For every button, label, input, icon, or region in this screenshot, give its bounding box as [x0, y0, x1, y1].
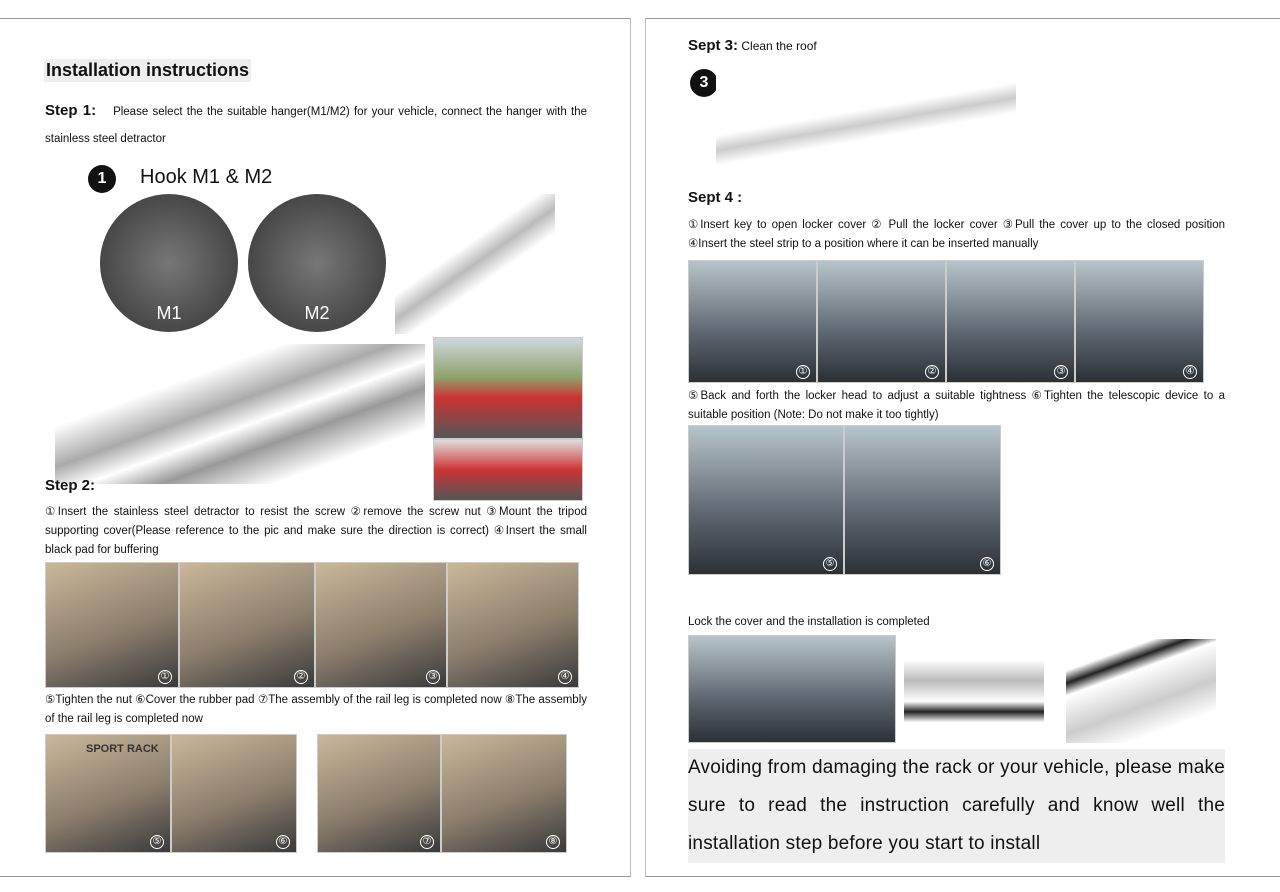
step-number-badge: 1: [88, 165, 116, 193]
step2b-photo: ⑦: [317, 734, 441, 853]
step-number-badge: 3: [690, 69, 718, 97]
step2b-text: ⑤Tighten the nut ⑥Cover the rubber pad ⑦…: [45, 694, 587, 725]
step2-photo: ①: [45, 562, 179, 688]
warning-text: Avoiding from damaging the rack or your …: [688, 749, 1225, 863]
step5-photo: ⑤: [688, 425, 844, 575]
step4-photo: ②: [817, 260, 946, 383]
right-page: Sept 3: Clean the roof 3 Sept 4 : ①Inser…: [645, 18, 1280, 877]
clean-roof-illustration: [716, 74, 1016, 174]
locked-rack-photo: [688, 635, 896, 743]
rack-illustration: [1066, 639, 1216, 743]
step2b-photo: ⑥: [171, 734, 297, 853]
page-title: Installation instructions: [44, 59, 252, 82]
step5-text: ⑤Back and forth the locker head to adjus…: [688, 390, 1225, 421]
hook-m2-image: M2: [248, 194, 386, 332]
left-page: Installation instructions Step 1: Please…: [0, 18, 631, 877]
step4-label: Sept 4 :: [688, 189, 743, 206]
step4-photo: ①: [688, 260, 817, 383]
car-front-illustration: [904, 639, 1044, 743]
hook-m1-image: M1: [100, 194, 238, 332]
car-photo-2: [433, 439, 583, 501]
car-photo-1: [433, 337, 583, 439]
step2-photo: ③: [315, 562, 447, 688]
step2-label: Step 2:: [45, 477, 96, 494]
step2-photo: ②: [179, 562, 315, 688]
step4-photo: ④: [1075, 260, 1204, 383]
step5-photo: ⑥: [844, 425, 1001, 575]
step4-text: ①Insert key to open locker cover ② Pull …: [688, 219, 1225, 250]
step1: Step 1: Please select the the suitable h…: [45, 99, 587, 153]
step2-text: ①Insert the stainless steel detractor to…: [45, 506, 587, 556]
step3: Sept 3: Clean the roof: [688, 37, 817, 54]
step4-photo: ③: [946, 260, 1075, 383]
hook-title: Hook M1 & M2: [140, 166, 273, 188]
lock-text: Lock the cover and the installation is c…: [688, 616, 930, 628]
step2b-photo: ⑧: [441, 734, 567, 853]
detractor-illustration: [395, 194, 555, 334]
step1-label: Step 1:: [45, 102, 97, 119]
hanger-assembly-illustration: [55, 344, 425, 484]
step1-text: Please select the the suitable hanger(M1…: [45, 106, 587, 145]
step2-photo: ④: [447, 562, 579, 688]
